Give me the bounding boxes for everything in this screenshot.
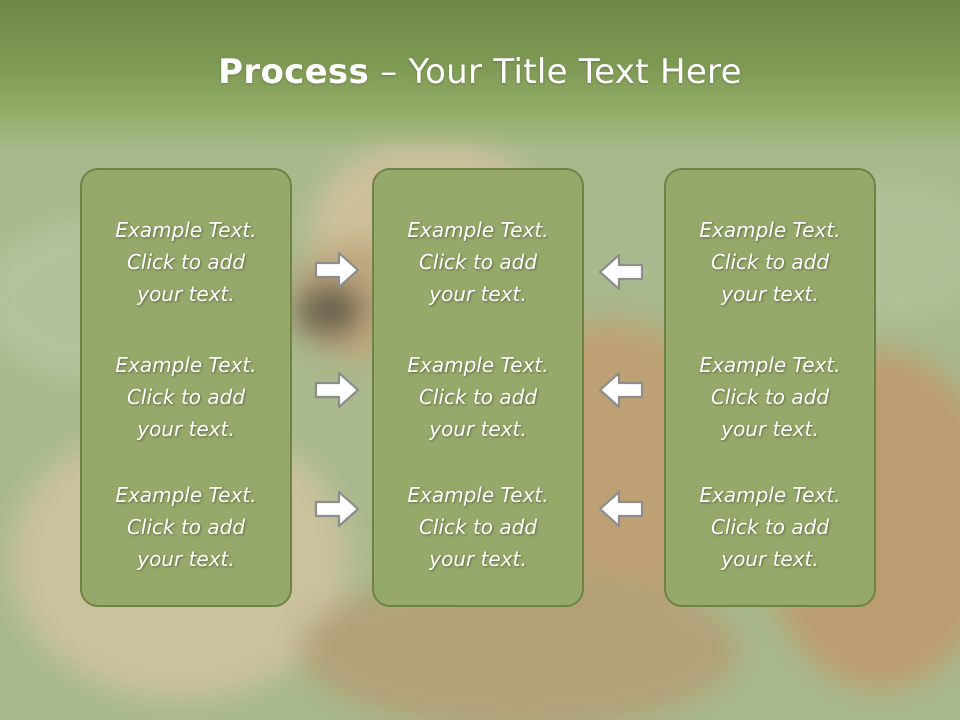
panel-text[interactable]: Example Text. Click to add your text. — [407, 353, 549, 441]
arrow-left-icon — [598, 371, 644, 409]
arrow-right-icon — [314, 251, 360, 289]
title-bold: Process — [218, 52, 370, 92]
panel-text[interactable]: Example Text. Click to add your text. — [699, 353, 841, 441]
process-panel-right[interactable]: Example Text. Click to add your text. Ex… — [664, 168, 876, 607]
panel-text[interactable]: Example Text. Click to add your text. — [115, 353, 257, 441]
panel-text[interactable]: Example Text. Click to add your text. — [115, 218, 257, 306]
title-rest: – Your Title Text Here — [369, 52, 742, 92]
process-panel-left[interactable]: Example Text. Click to add your text. Ex… — [80, 168, 292, 607]
panel-text[interactable]: Example Text. Click to add your text. — [699, 483, 841, 571]
arrow-left-icon — [598, 253, 644, 291]
slide-title[interactable]: Process – Your Title Text Here — [0, 52, 960, 92]
panel-text[interactable]: Example Text. Click to add your text. — [115, 483, 257, 571]
panel-text[interactable]: Example Text. Click to add your text. — [407, 218, 549, 306]
title-band — [0, 0, 960, 150]
panel-text[interactable]: Example Text. Click to add your text. — [407, 483, 549, 571]
panel-text[interactable]: Example Text. Click to add your text. — [699, 218, 841, 306]
process-panel-center[interactable]: Example Text. Click to add your text. Ex… — [372, 168, 584, 607]
arrow-left-icon — [598, 490, 644, 528]
arrow-right-icon — [314, 371, 360, 409]
arrow-right-icon — [314, 490, 360, 528]
